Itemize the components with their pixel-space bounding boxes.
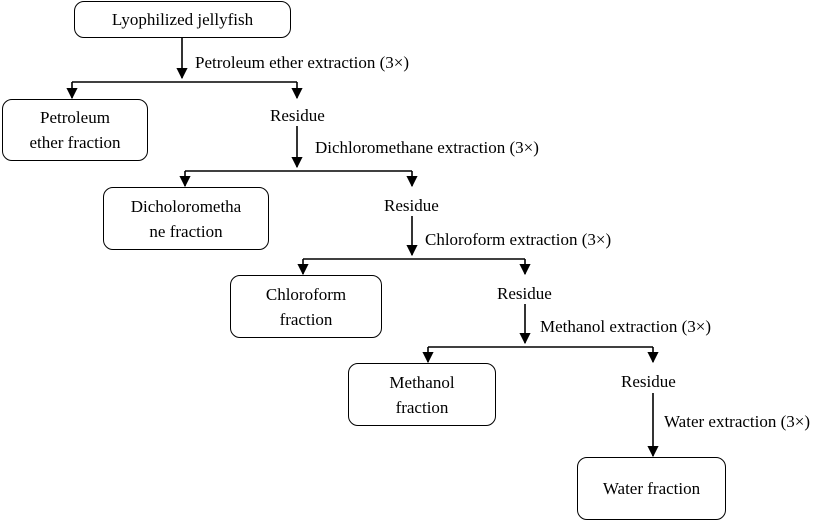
- fraction-box-line: Water fraction: [602, 479, 701, 498]
- fraction-box-water: Water fraction: [577, 457, 726, 520]
- extraction-label-2: Dichloromethane extraction (3×): [315, 138, 539, 157]
- start-box-label: Lyophilized jellyfish: [111, 10, 254, 29]
- fraction-box-line: Dicholorometha: [130, 196, 242, 216]
- fraction-box-line: Methanol: [389, 372, 455, 392]
- residue-label-1: Residue: [270, 106, 325, 125]
- fraction-box-line: ether fraction: [29, 133, 121, 152]
- fraction-box-petroleum-ether: Petroleum ether fraction: [2, 99, 148, 161]
- fraction-box-line: Petroleum: [40, 108, 110, 127]
- fraction-box-line: ne fraction: [149, 221, 223, 241]
- fraction-box-line: Chloroform: [265, 284, 347, 304]
- fraction-box-methanol: Methanol fraction: [348, 363, 496, 426]
- extraction-label-5: Water extraction (3×): [664, 412, 811, 431]
- fraction-box-line: fraction: [395, 397, 449, 417]
- extraction-label-1: Petroleum ether extraction (3×): [195, 53, 409, 72]
- residue-label-4: Residue: [621, 372, 676, 391]
- residue-label-2: Residue: [384, 196, 439, 215]
- fraction-box-chloroform: Chloroform fraction: [230, 275, 382, 338]
- residue-label-3: Residue: [497, 284, 552, 303]
- start-box: Lyophilized jellyfish: [74, 1, 291, 38]
- fraction-box-dichloromethane: Dicholorometha ne fraction: [103, 187, 269, 250]
- fraction-box-line: fraction: [279, 309, 333, 329]
- extraction-label-4: Methanol extraction (3×): [540, 317, 712, 336]
- extraction-label-3: Chloroform extraction (3×): [425, 230, 612, 249]
